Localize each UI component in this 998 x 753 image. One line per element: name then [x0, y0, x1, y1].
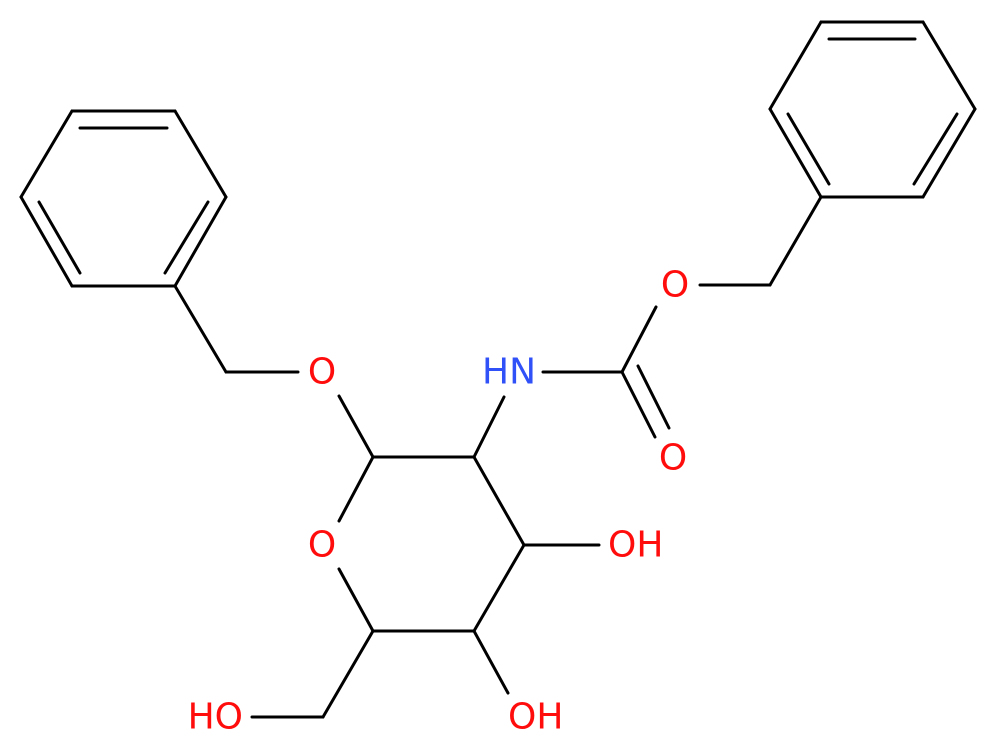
atom-o-benzyl-ether: O	[308, 352, 336, 393]
bond-c1-o-anomeric	[337, 394, 375, 459]
atom-oh-c3: OH	[608, 525, 663, 566]
bond-c5-c6	[321, 629, 375, 719]
bond-o-carbonyl-c	[620, 305, 658, 374]
bond-c-o-double-1	[620, 370, 657, 439]
atom-o-ester: O	[661, 265, 689, 306]
pyranose-ring	[337, 455, 526, 633]
atom-o-carbonyl: O	[659, 438, 687, 479]
bond-c-o-double-2	[636, 364, 671, 430]
bond-c2-nh	[472, 395, 506, 459]
bond-left-ch2	[173, 284, 228, 374]
left-benzene-ring	[19, 109, 228, 288]
bond-c4-oh	[472, 629, 510, 695]
atom-nh: HN	[482, 352, 536, 393]
bond-right-ch2	[768, 195, 823, 287]
atom-o-ring: O	[308, 525, 336, 566]
atom-oh-c4: OH	[508, 697, 563, 738]
atom-ho-c6: HO	[188, 697, 243, 738]
right-benzene-ring	[768, 20, 977, 199]
